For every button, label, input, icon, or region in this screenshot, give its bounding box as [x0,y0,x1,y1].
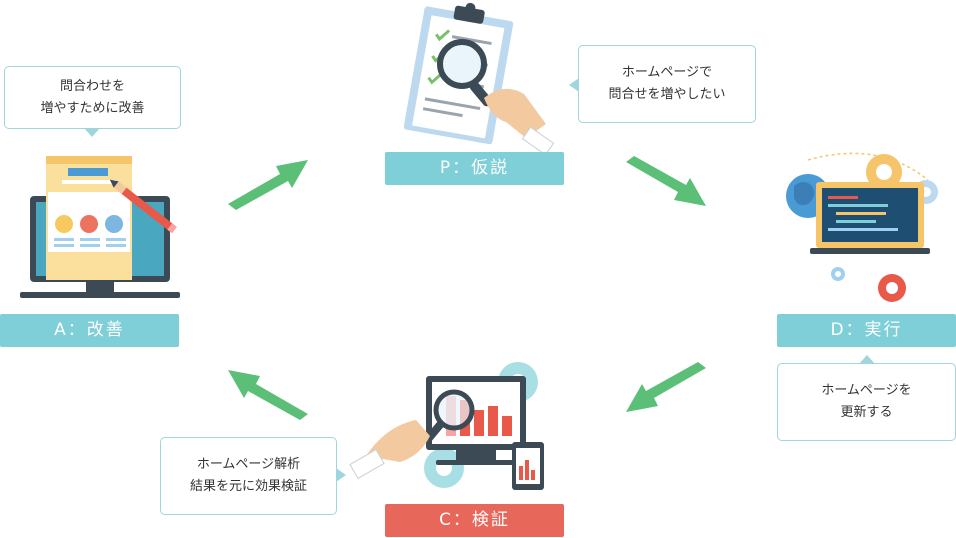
do-speech-bubble: ホームページを 更新する [777,363,956,441]
act-stage-label: A：改善 [0,314,179,347]
act-bubble-tail [84,128,100,137]
monitor-webpage-pencil-icon [20,156,180,298]
monitor-chart-magnifier-icon [349,362,544,490]
check-bubble-tail [336,468,346,482]
check-stage-label: C：検証 [385,504,564,537]
act-bubble-line1: 問合わせを [59,78,125,94]
do-bubble-tail [859,355,875,364]
check-speech-bubble: ホームページ解析 結果を元に効果検証 [160,437,337,515]
arrow-do-to-check-icon [626,362,706,412]
check-bubble-line1: ホームページ解析 [196,457,301,472]
arrow-act-to-plan-icon [228,160,308,210]
arrow-check-to-act-icon [228,370,308,420]
plan-bubble-tail [569,78,579,92]
check-bubble-line2: 結果を元に効果検証 [189,479,307,494]
act-bubble-line2: 増やすために改善 [40,100,145,116]
arrow-plan-to-do-icon [626,156,706,206]
do-stage-label: D：実行 [777,314,956,347]
plan-bubble-line2: 問合せを増やしたい [608,87,726,102]
clipboard-magnifier-icon [403,2,555,152]
plan-speech-bubble: ホームページで 問合せを増やしたい [578,45,756,123]
do-bubble-line2: 更新する [840,405,893,420]
plan-bubble-line1: ホームページで [621,65,713,80]
do-bubble-line1: ホームページを [821,383,912,398]
laptop-gears-globe-icon [786,152,938,302]
plan-stage-label: P：仮説 [385,152,564,185]
act-speech-bubble: 問合わせを 増やすために改善 [4,66,181,129]
